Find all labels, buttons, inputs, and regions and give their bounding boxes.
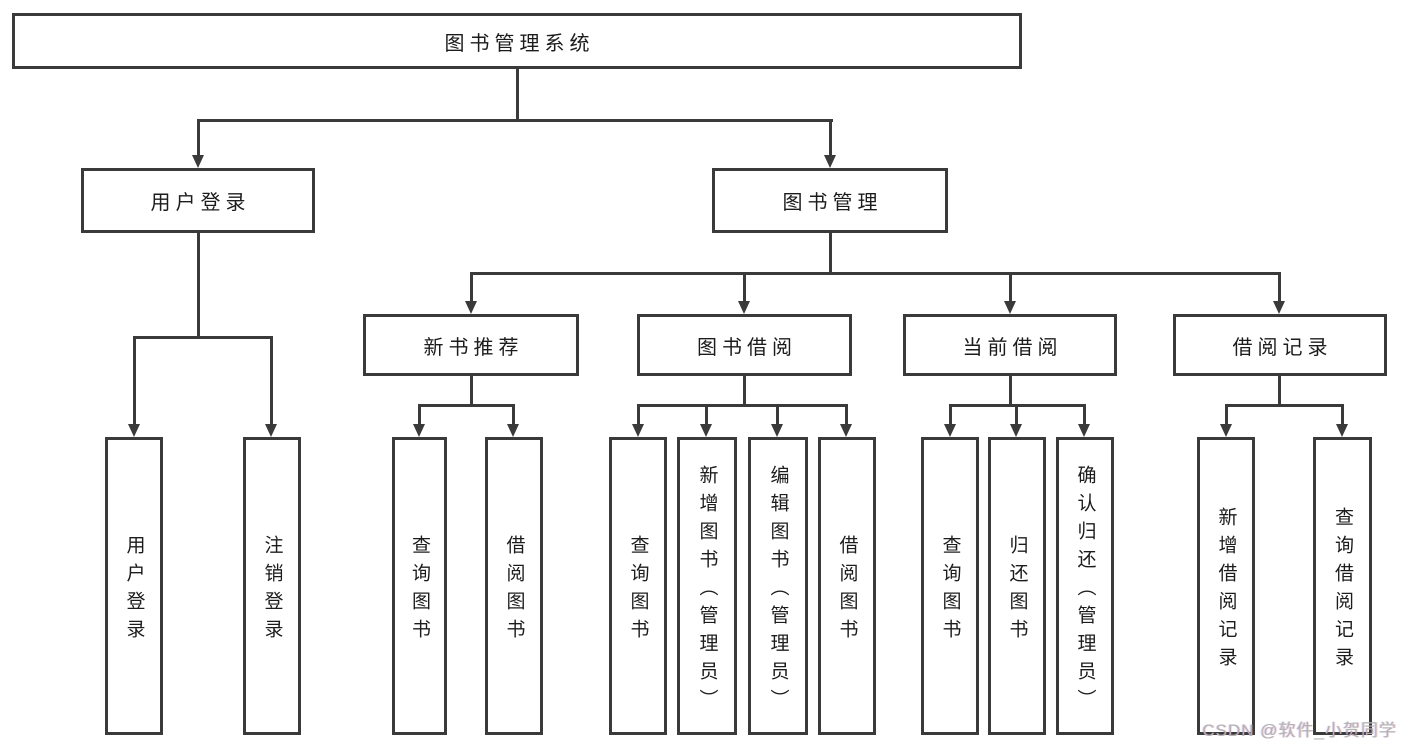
leaf-borrowing-borrow-books-label: 借阅图书 bbox=[836, 534, 858, 647]
connector-line bbox=[197, 119, 200, 156]
node-current-borrowing: 当前借阅 bbox=[903, 314, 1117, 376]
connector-line bbox=[1278, 376, 1281, 404]
node-book-borrowing-label: 图书借阅 bbox=[697, 336, 797, 359]
arrow-down-icon bbox=[1078, 424, 1090, 437]
arrow-down-icon bbox=[192, 155, 204, 168]
connector-line bbox=[705, 404, 708, 424]
connector-line bbox=[270, 336, 273, 424]
connector-line bbox=[133, 336, 273, 339]
connector-line bbox=[512, 404, 515, 424]
connector-line bbox=[1278, 272, 1281, 301]
connector-line bbox=[637, 404, 640, 424]
leaf-recommend-borrow-books-label: 借阅图书 bbox=[503, 534, 525, 647]
arrow-down-icon bbox=[465, 301, 477, 314]
node-borrowing-records-label: 借阅记录 bbox=[1232, 336, 1333, 359]
arrow-down-icon bbox=[840, 424, 852, 437]
csdn-watermark: CSDN @软件_小贺同学 bbox=[1202, 721, 1397, 740]
leaf-current-confirm-return-admin-label: 确认归还（管理员） bbox=[1074, 464, 1096, 717]
connector-line bbox=[829, 119, 832, 156]
leaf-records-add-record: 新增借阅记录 bbox=[1197, 437, 1255, 735]
node-borrowing-records: 借阅记录 bbox=[1173, 314, 1387, 376]
leaf-current-return-books: 归还图书 bbox=[988, 437, 1046, 735]
arrow-down-icon bbox=[128, 424, 140, 437]
connector-line bbox=[1341, 404, 1344, 424]
leaf-borrowing-query-books: 查询图书 bbox=[609, 437, 667, 735]
leaf-current-query-books: 查询图书 bbox=[921, 437, 979, 735]
arrow-down-icon bbox=[413, 424, 425, 437]
connector-line bbox=[1009, 376, 1012, 404]
arrow-down-icon bbox=[507, 424, 519, 437]
arrow-down-icon bbox=[771, 424, 783, 437]
connector-line bbox=[418, 404, 421, 424]
arrow-down-icon bbox=[944, 424, 956, 437]
leaf-recommend-query-books: 查询图书 bbox=[392, 437, 447, 735]
leaf-user-login: 用户登录 bbox=[105, 437, 163, 735]
leaf-recommend-query-books-label: 查询图书 bbox=[409, 534, 430, 647]
connector-line bbox=[1225, 404, 1343, 407]
connector-line bbox=[197, 119, 833, 122]
node-user-login-label: 用户登录 bbox=[150, 192, 251, 214]
node-book-management-label: 图书管理 bbox=[782, 192, 883, 214]
leaf-records-query-record-label: 查询借阅记录 bbox=[1332, 506, 1353, 675]
node-new-book-recommend-label: 新书推荐 bbox=[423, 336, 524, 359]
node-root-label: 图书管理系统 bbox=[444, 32, 595, 55]
node-book-management: 图书管理 bbox=[712, 168, 948, 233]
connector-line bbox=[829, 233, 832, 272]
node-new-book-recommend: 新书推荐 bbox=[363, 314, 579, 376]
connector-line bbox=[470, 376, 473, 404]
connector-line bbox=[1009, 272, 1012, 301]
connector-line bbox=[418, 404, 514, 407]
leaf-borrowing-add-books-admin: 新增图书（管理员） bbox=[677, 437, 737, 735]
node-user-login: 用户登录 bbox=[81, 168, 315, 233]
arrow-down-icon bbox=[738, 301, 750, 314]
connector-line bbox=[516, 69, 519, 119]
leaf-logout-label: 注销登录 bbox=[261, 534, 283, 647]
node-book-borrowing: 图书借阅 bbox=[637, 314, 852, 376]
leaf-records-query-record: 查询借阅记录 bbox=[1313, 437, 1372, 735]
connector-line bbox=[470, 272, 473, 301]
arrow-down-icon bbox=[1220, 424, 1232, 437]
leaf-borrowing-query-books-label: 查询图书 bbox=[627, 534, 649, 647]
connector-line bbox=[845, 404, 848, 424]
connector-line bbox=[1015, 404, 1018, 424]
connector-line bbox=[743, 376, 746, 404]
leaf-borrowing-add-books-admin-label: 新增图书（管理员） bbox=[696, 464, 718, 717]
arrow-down-icon bbox=[632, 424, 644, 437]
leaf-borrowing-borrow-books: 借阅图书 bbox=[818, 437, 876, 735]
leaf-logout: 注销登录 bbox=[243, 437, 301, 735]
node-root: 图书管理系统 bbox=[12, 13, 1022, 69]
connector-line bbox=[743, 272, 746, 301]
leaf-recommend-borrow-books: 借阅图书 bbox=[485, 437, 543, 735]
connector-line bbox=[470, 272, 1280, 275]
arrow-down-icon bbox=[700, 424, 712, 437]
connector-line bbox=[949, 404, 952, 424]
connector-line bbox=[776, 404, 779, 424]
leaf-records-add-record-label: 新增借阅记录 bbox=[1215, 506, 1237, 675]
leaf-current-return-books-label: 归还图书 bbox=[1006, 534, 1028, 647]
arrow-down-icon bbox=[1336, 424, 1348, 437]
leaf-current-query-books-label: 查询图书 bbox=[939, 534, 961, 647]
connector-line bbox=[1083, 404, 1086, 424]
node-current-borrowing-label: 当前借阅 bbox=[962, 336, 1063, 359]
connector-line bbox=[197, 233, 200, 336]
connector-line bbox=[1225, 404, 1228, 424]
arrow-down-icon bbox=[1273, 301, 1285, 314]
arrow-down-icon bbox=[1004, 301, 1016, 314]
leaf-user-login-label: 用户登录 bbox=[123, 534, 145, 647]
connector-line bbox=[133, 336, 136, 424]
connector-line bbox=[637, 404, 847, 407]
leaf-current-confirm-return-admin: 确认归还（管理员） bbox=[1056, 437, 1114, 735]
arrow-down-icon bbox=[1010, 424, 1022, 437]
arrow-down-icon bbox=[824, 155, 836, 168]
leaf-borrowing-edit-books-admin: 编辑图书（管理员） bbox=[748, 437, 808, 735]
leaf-borrowing-edit-books-admin-label: 编辑图书（管理员） bbox=[767, 464, 789, 717]
arrow-down-icon bbox=[265, 424, 277, 437]
